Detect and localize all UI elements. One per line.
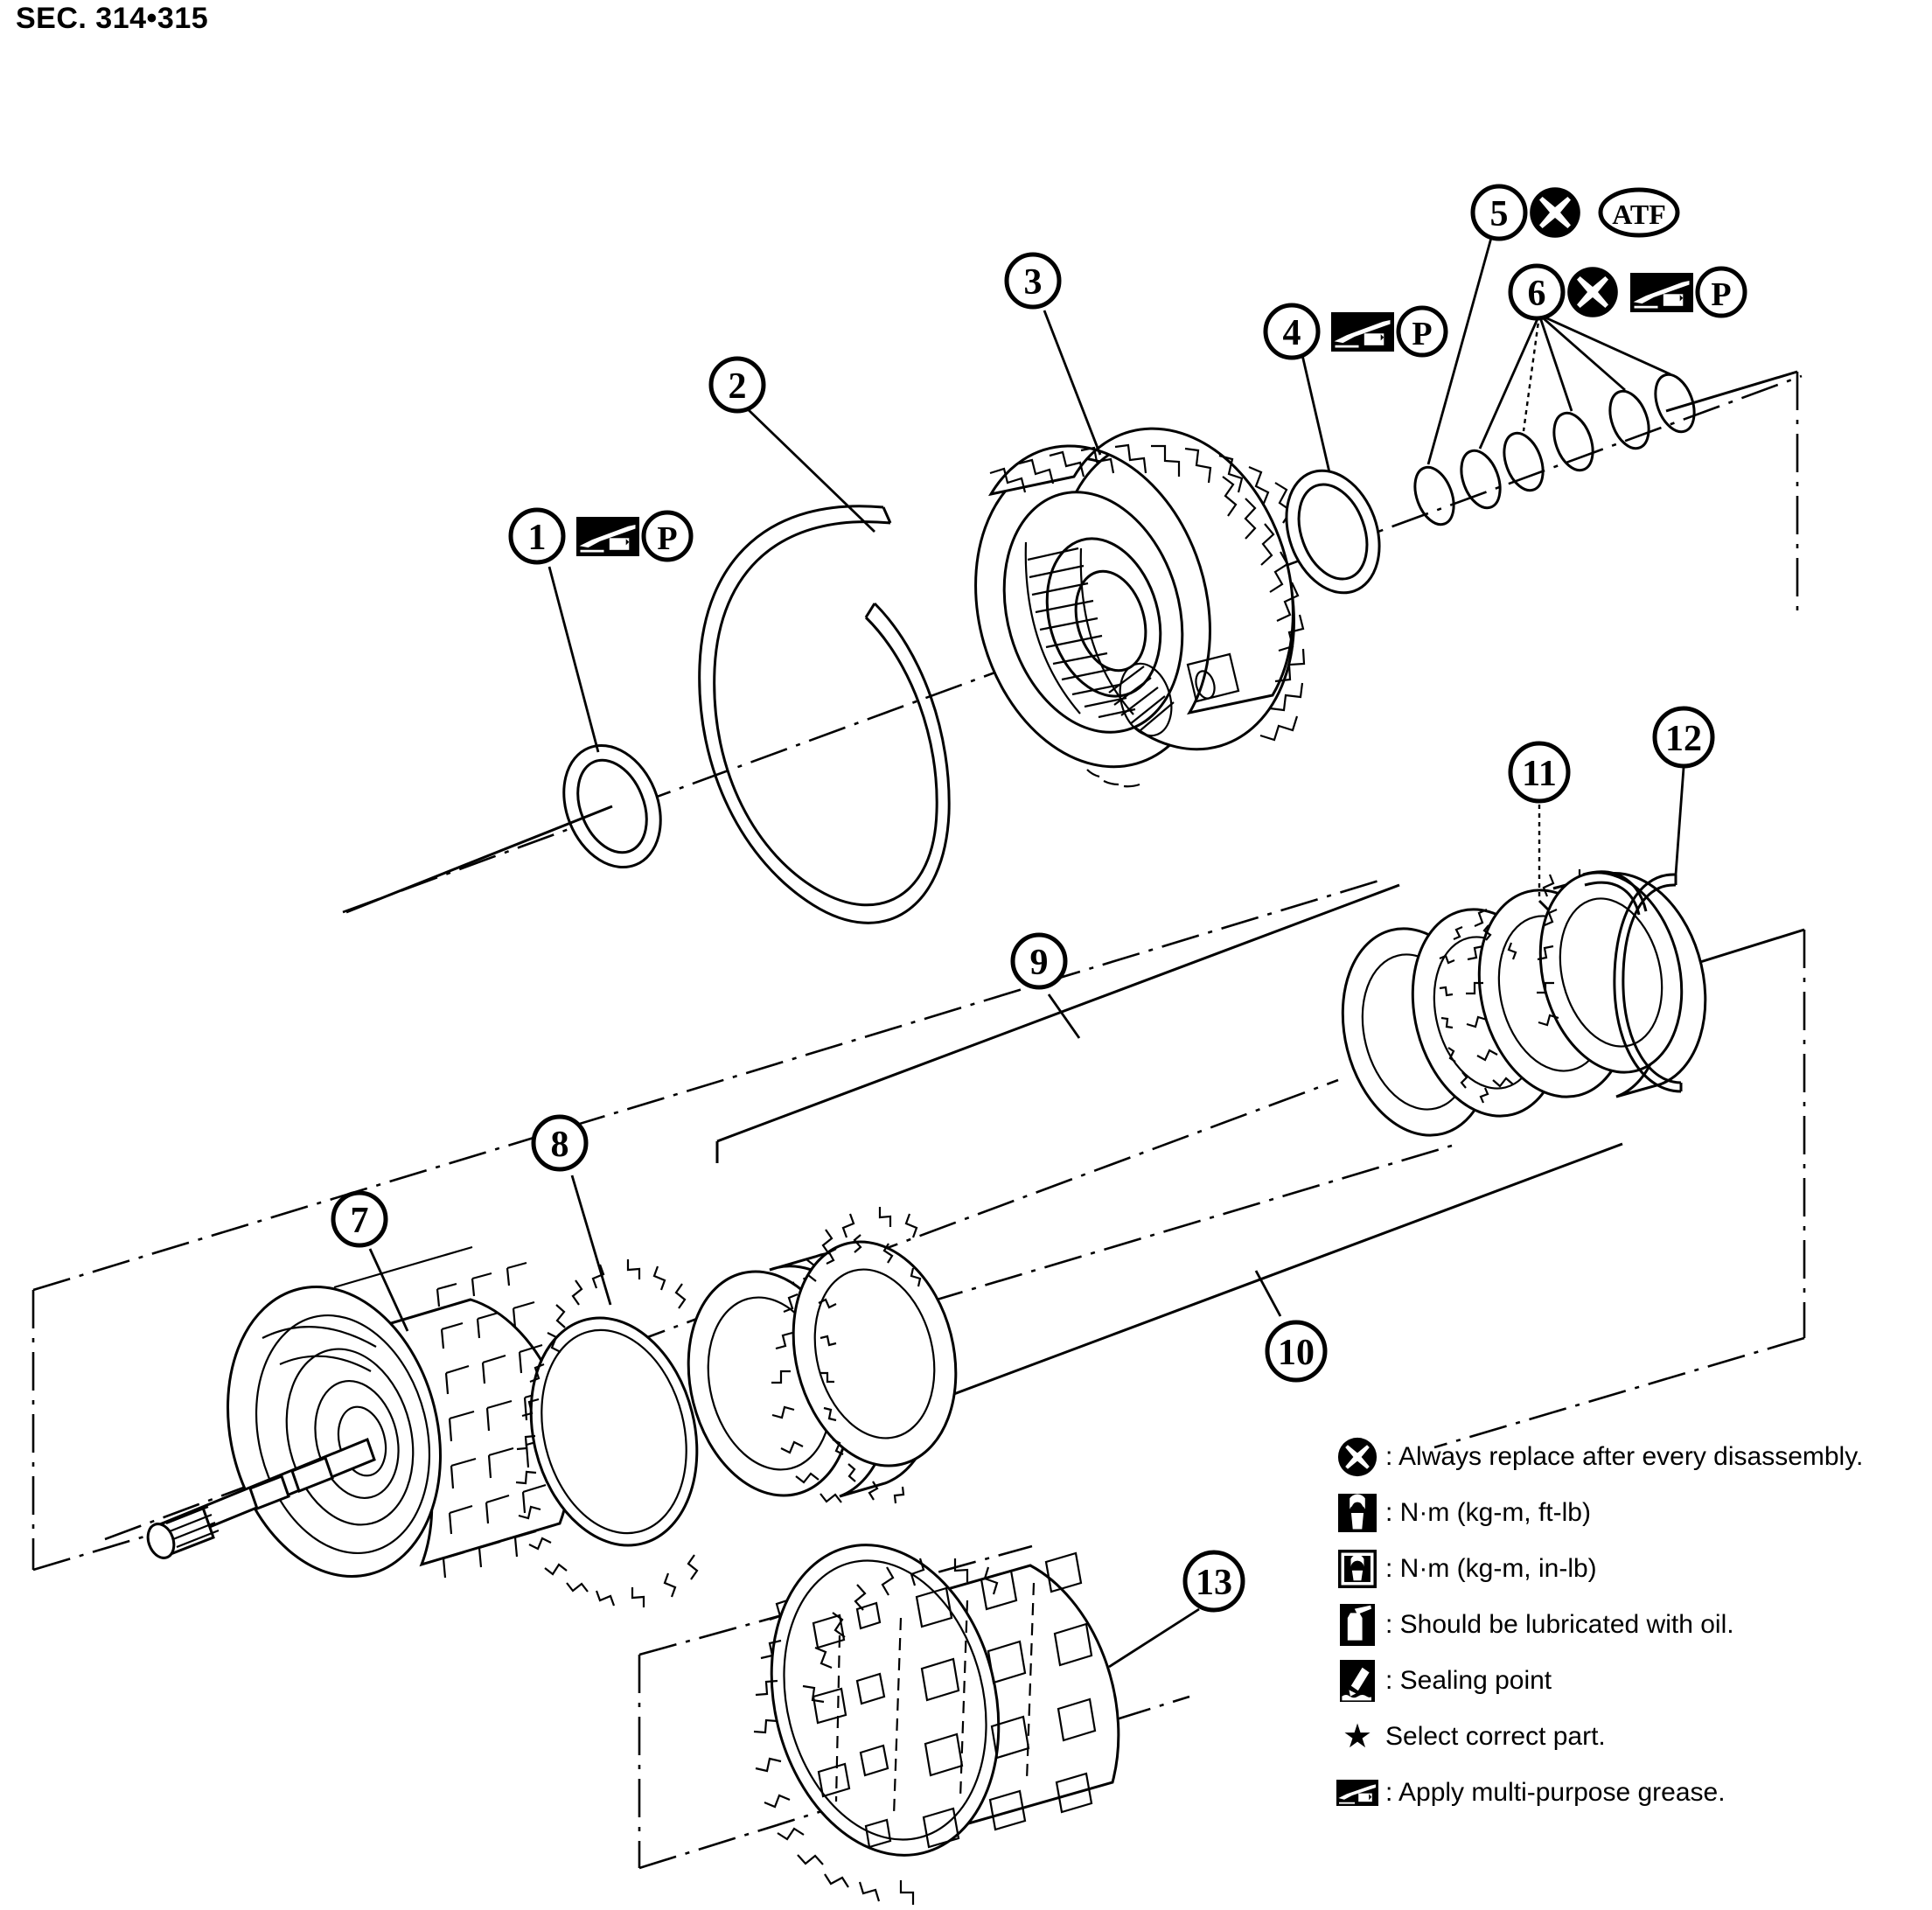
legend-item-select-part: ★ Select correct part. xyxy=(1336,1711,1922,1763)
part-4-seal-ring xyxy=(1285,469,1381,595)
legend-item-torque-ftlb: : N·m (kg-m, ft-lb) xyxy=(1336,1487,1922,1539)
svg-text:5: 5 xyxy=(1490,194,1509,234)
callout-8[interactable]: 8 xyxy=(531,1114,589,1172)
legend-label: : Always replace after every disassembly… xyxy=(1385,1442,1864,1471)
part-12-snap-ring xyxy=(1582,870,1683,1093)
svg-text:11: 11 xyxy=(1522,754,1557,794)
star-icon: ★ xyxy=(1342,1718,1373,1755)
svg-text:P: P xyxy=(1412,316,1432,352)
legend-item-oil: : Should be lubricated with oil. xyxy=(1336,1599,1922,1651)
callout-6[interactable]: 6 P xyxy=(1508,263,1747,321)
part-13-slotted-drum xyxy=(753,1544,1120,1905)
part-1-o-ring xyxy=(345,743,662,914)
svg-text:P: P xyxy=(1711,276,1731,313)
svg-text:13: 13 xyxy=(1196,1563,1232,1603)
callout-12[interactable]: 12 xyxy=(1652,706,1715,769)
callout-10[interactable]: 10 xyxy=(1265,1320,1328,1383)
torque-ftlb-icon xyxy=(1336,1492,1378,1534)
part-5-6-seal-rings xyxy=(1413,373,1696,526)
legend-item-sealing: : Sealing point xyxy=(1336,1655,1922,1707)
svg-text:ATF: ATF xyxy=(1612,199,1666,230)
legend-item-replace: : Always replace after every disassembly… xyxy=(1336,1431,1922,1483)
callout-2[interactable]: 2 xyxy=(708,356,766,414)
callout-1[interactable]: 1 P xyxy=(508,507,694,565)
svg-text:2: 2 xyxy=(729,366,747,407)
part-9-driven-plate-pack xyxy=(687,1207,958,1504)
svg-text:8: 8 xyxy=(551,1125,569,1165)
page-title: SEC. 314•315 xyxy=(16,2,209,35)
legend-label: Select correct part. xyxy=(1385,1722,1606,1751)
svg-text:1: 1 xyxy=(528,518,547,558)
legend-item-grease: : Apply multi-purpose grease. xyxy=(1336,1767,1922,1819)
grease-icon xyxy=(1336,1772,1378,1814)
torque-inlb-icon xyxy=(1336,1548,1378,1590)
callout-3[interactable]: 3 xyxy=(1004,252,1062,310)
part-3-planetary-carrier xyxy=(974,427,1308,788)
svg-text:3: 3 xyxy=(1024,262,1043,303)
part-7-clutch-drum xyxy=(146,1245,572,1579)
svg-text:9: 9 xyxy=(1030,943,1049,983)
legend: : Always replace after every disassembly… xyxy=(1336,1431,1922,1823)
callout-11[interactable]: 11 xyxy=(1508,741,1571,804)
callout-7[interactable]: 7 xyxy=(331,1190,388,1248)
part-2-snap-ring xyxy=(698,505,951,924)
svg-text:10: 10 xyxy=(1278,1333,1315,1373)
part-8-drive-plate xyxy=(515,1259,699,1607)
callout-9[interactable]: 9 xyxy=(1010,932,1068,990)
legend-item-torque-inlb: : N·m (kg-m, in-lb) xyxy=(1336,1543,1922,1595)
sealant-icon xyxy=(1336,1660,1378,1702)
legend-label: : Apply multi-purpose grease. xyxy=(1385,1778,1726,1807)
legend-label: : N·m (kg-m, in-lb) xyxy=(1385,1554,1597,1583)
callout-13[interactable]: 13 xyxy=(1182,1550,1245,1613)
svg-text:6: 6 xyxy=(1528,274,1546,314)
svg-text:4: 4 xyxy=(1283,313,1301,353)
svg-text:12: 12 xyxy=(1665,719,1702,759)
legend-label: : N·m (kg-m, ft-lb) xyxy=(1385,1498,1591,1527)
callout-4[interactable]: 4 P xyxy=(1263,303,1448,360)
svg-text:P: P xyxy=(657,520,677,557)
legend-label: : Should be lubricated with oil. xyxy=(1385,1610,1734,1639)
legend-label: : Sealing point xyxy=(1385,1666,1552,1695)
oil-can-icon xyxy=(1336,1604,1378,1646)
replace-icon xyxy=(1336,1436,1378,1478)
svg-text:7: 7 xyxy=(351,1201,369,1241)
callout-5[interactable]: 5 ATF xyxy=(1470,184,1680,241)
